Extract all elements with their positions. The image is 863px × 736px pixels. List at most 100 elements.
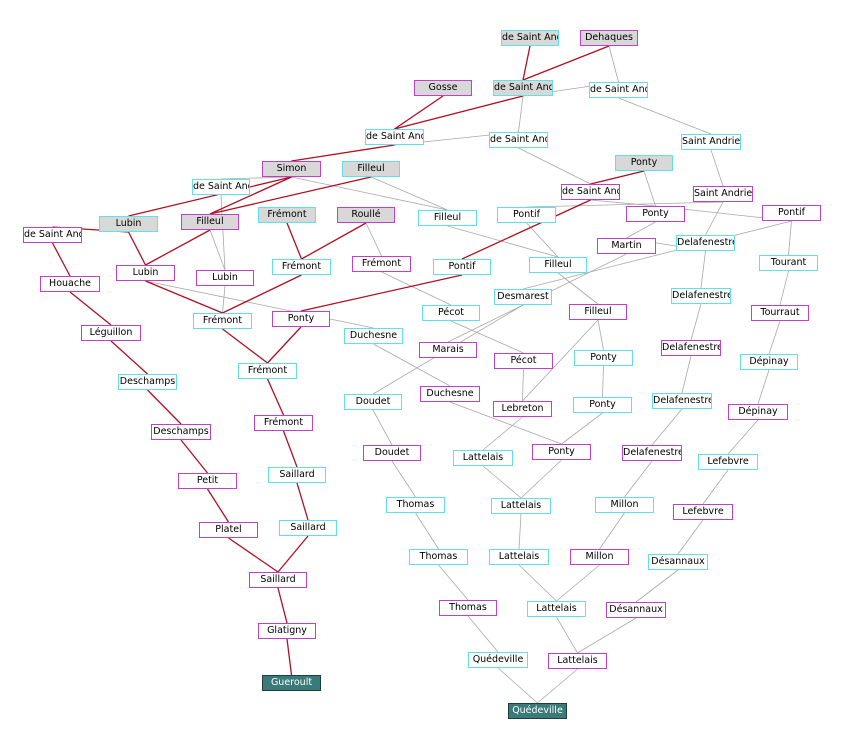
person-node-n48[interactable]: Frémont <box>238 363 297 379</box>
highlight-edge-n49-n41 <box>110 340 148 375</box>
person-node-n04[interactable]: de Saint Andrieu <box>493 80 553 96</box>
person-node-n82[interactable]: Gueroult <box>262 675 321 691</box>
person-node-n25[interactable]: Delafenestre <box>676 235 735 251</box>
person-node-n32[interactable]: Tourant <box>759 255 818 271</box>
person-node-n45[interactable]: Pécot <box>494 353 553 369</box>
person-node-n33[interactable]: Houache <box>40 276 100 292</box>
person-node-n37[interactable]: Ponty <box>272 311 330 327</box>
lineage-edge-n52-n44 <box>681 355 692 394</box>
person-node-n27[interactable]: Lubin <box>196 270 254 286</box>
person-node-n63[interactable]: Saillard <box>268 467 326 483</box>
person-node-n06[interactable]: de Saint Andrieu <box>489 132 548 148</box>
lineage-edge-n65-n58 <box>391 460 416 498</box>
person-node-n72[interactable]: Lattelais <box>489 549 549 565</box>
person-node-n59[interactable]: Lattelais <box>453 450 513 466</box>
person-node-n78[interactable]: Désannaux <box>606 602 666 618</box>
person-node-n62[interactable]: Lefebvre <box>698 454 758 470</box>
person-node-n46[interactable]: Ponty <box>574 350 633 366</box>
person-node-n24[interactable]: Martin <box>597 238 656 254</box>
person-node-n57[interactable]: Deschamps <box>151 424 211 440</box>
person-node-n19[interactable]: Filleul <box>418 210 477 226</box>
person-node-n80[interactable]: Quédeville <box>468 652 528 668</box>
person-node-n38[interactable]: Pécot <box>422 305 480 321</box>
person-node-n51[interactable]: Doudet <box>344 394 402 410</box>
person-node-n75[interactable]: Saillard <box>249 572 307 588</box>
person-node-n58[interactable]: Doudet <box>363 445 421 461</box>
person-node-n18[interactable]: Roullé <box>337 207 395 223</box>
person-node-n50[interactable]: Duchesne <box>420 386 480 402</box>
lineage-edge-n27-n16 <box>209 229 226 271</box>
person-node-n81[interactable]: Lattelais <box>548 653 607 669</box>
person-node-n20[interactable]: Pontif <box>497 207 556 223</box>
lineage-edge-n35-n25 <box>700 250 706 289</box>
person-node-n76[interactable]: Thomas <box>439 600 497 616</box>
person-node-n35[interactable]: Delafenestre <box>671 288 731 304</box>
person-node-n34[interactable]: Desmarest <box>494 289 552 305</box>
person-node-n61[interactable]: Delafenestre <box>622 445 682 461</box>
person-node-n28[interactable]: Frémont <box>272 259 331 275</box>
person-node-n55[interactable]: Dépinay <box>728 404 788 420</box>
person-node-n53[interactable]: Lebreton <box>493 401 552 417</box>
person-node-n11[interactable]: Ponty <box>615 155 673 171</box>
highlight-edge-n57-n49 <box>147 389 182 425</box>
person-node-n39[interactable]: Filleul <box>569 304 627 320</box>
person-node-n44[interactable]: Delafenestre <box>661 340 721 356</box>
person-node-n69[interactable]: Platel <box>199 522 258 538</box>
person-node-n83[interactable]: Quédeville <box>508 703 567 719</box>
lineage-edge-n60-n54 <box>561 412 603 445</box>
person-node-n54[interactable]: Ponty <box>573 397 632 413</box>
person-node-n10[interactable]: Filleul <box>342 161 400 177</box>
person-node-n67[interactable]: Millon <box>595 497 654 513</box>
person-node-n71[interactable]: Thomas <box>409 549 468 565</box>
person-node-n05[interactable]: de Saint Andrieu <box>365 129 424 145</box>
person-node-n74[interactable]: Désannaux <box>648 554 708 570</box>
lineage-edge-n14-n08 <box>710 149 724 187</box>
person-node-n49[interactable]: Deschamps <box>118 374 177 390</box>
person-node-n79[interactable]: Glatigny <box>258 623 316 639</box>
person-node-n40[interactable]: Tourraut <box>751 305 809 321</box>
person-node-n08[interactable]: Saint Andrieu <box>681 134 741 150</box>
person-node-n30[interactable]: Pontif <box>433 259 491 275</box>
person-node-n23[interactable]: de Saint Andrieu <box>561 184 620 200</box>
person-node-n41[interactable]: Léguillon <box>81 325 141 341</box>
person-node-n70[interactable]: Saillard <box>279 520 337 536</box>
person-node-n16[interactable]: Filleul <box>181 214 239 230</box>
person-node-n01[interactable]: de Saint Andrieu <box>501 30 559 46</box>
person-node-n31[interactable]: Filleul <box>529 257 587 273</box>
highlight-edge-n41-n33 <box>69 291 112 326</box>
person-node-n66[interactable]: Lattelais <box>491 498 551 514</box>
person-node-n14[interactable]: Saint Andrieu <box>693 186 753 202</box>
person-node-n68[interactable]: Lefebvre <box>673 504 733 520</box>
person-node-n29[interactable]: Frémont <box>352 256 411 272</box>
person-node-n36[interactable]: Frémont <box>193 313 252 329</box>
person-node-n21[interactable]: Ponty <box>626 206 685 222</box>
lineage-edge-n77-n72 <box>518 564 557 602</box>
person-node-n02[interactable]: Dehaques <box>580 30 638 46</box>
person-node-n52[interactable]: Delafenestre <box>652 393 712 409</box>
lineage-edge-n27-n12 <box>220 194 226 271</box>
person-node-n47[interactable]: Dépinay <box>740 354 798 370</box>
person-node-n56[interactable]: Frémont <box>254 415 313 431</box>
highlight-edge-n05-n03 <box>394 95 444 130</box>
highlight-edge-n28-n18 <box>301 222 367 260</box>
person-node-n15[interactable]: Lubin <box>99 216 158 232</box>
person-node-n60[interactable]: Ponty <box>532 444 591 460</box>
person-node-n43[interactable]: Marais <box>419 342 477 358</box>
lineage-edge-n39-n31 <box>557 272 599 305</box>
person-node-n65[interactable]: Thomas <box>386 497 445 513</box>
person-node-n07[interactable]: de Saint Andrieu <box>589 82 648 98</box>
person-node-n64[interactable]: Petit <box>178 473 237 489</box>
highlight-edge-n28-n17 <box>286 222 303 260</box>
person-node-n77[interactable]: Lattelais <box>527 601 586 617</box>
person-node-n13[interactable]: de Saint Andrieu <box>23 227 82 243</box>
person-node-n09[interactable]: Simon <box>262 161 321 177</box>
person-node-n22[interactable]: Pontif <box>762 205 821 221</box>
person-node-n12[interactable]: de Saint Andrieu <box>192 179 250 195</box>
person-node-n26[interactable]: Lubin <box>116 265 175 281</box>
lineage-edge-n31-n20 <box>526 222 559 258</box>
person-node-n17[interactable]: Frémont <box>258 207 316 223</box>
lineage-edge-n24-n21 <box>626 221 656 239</box>
person-node-n42[interactable]: Duchesne <box>344 328 403 344</box>
person-node-n73[interactable]: Millon <box>570 549 629 565</box>
person-node-n03[interactable]: Gosse <box>414 80 472 96</box>
